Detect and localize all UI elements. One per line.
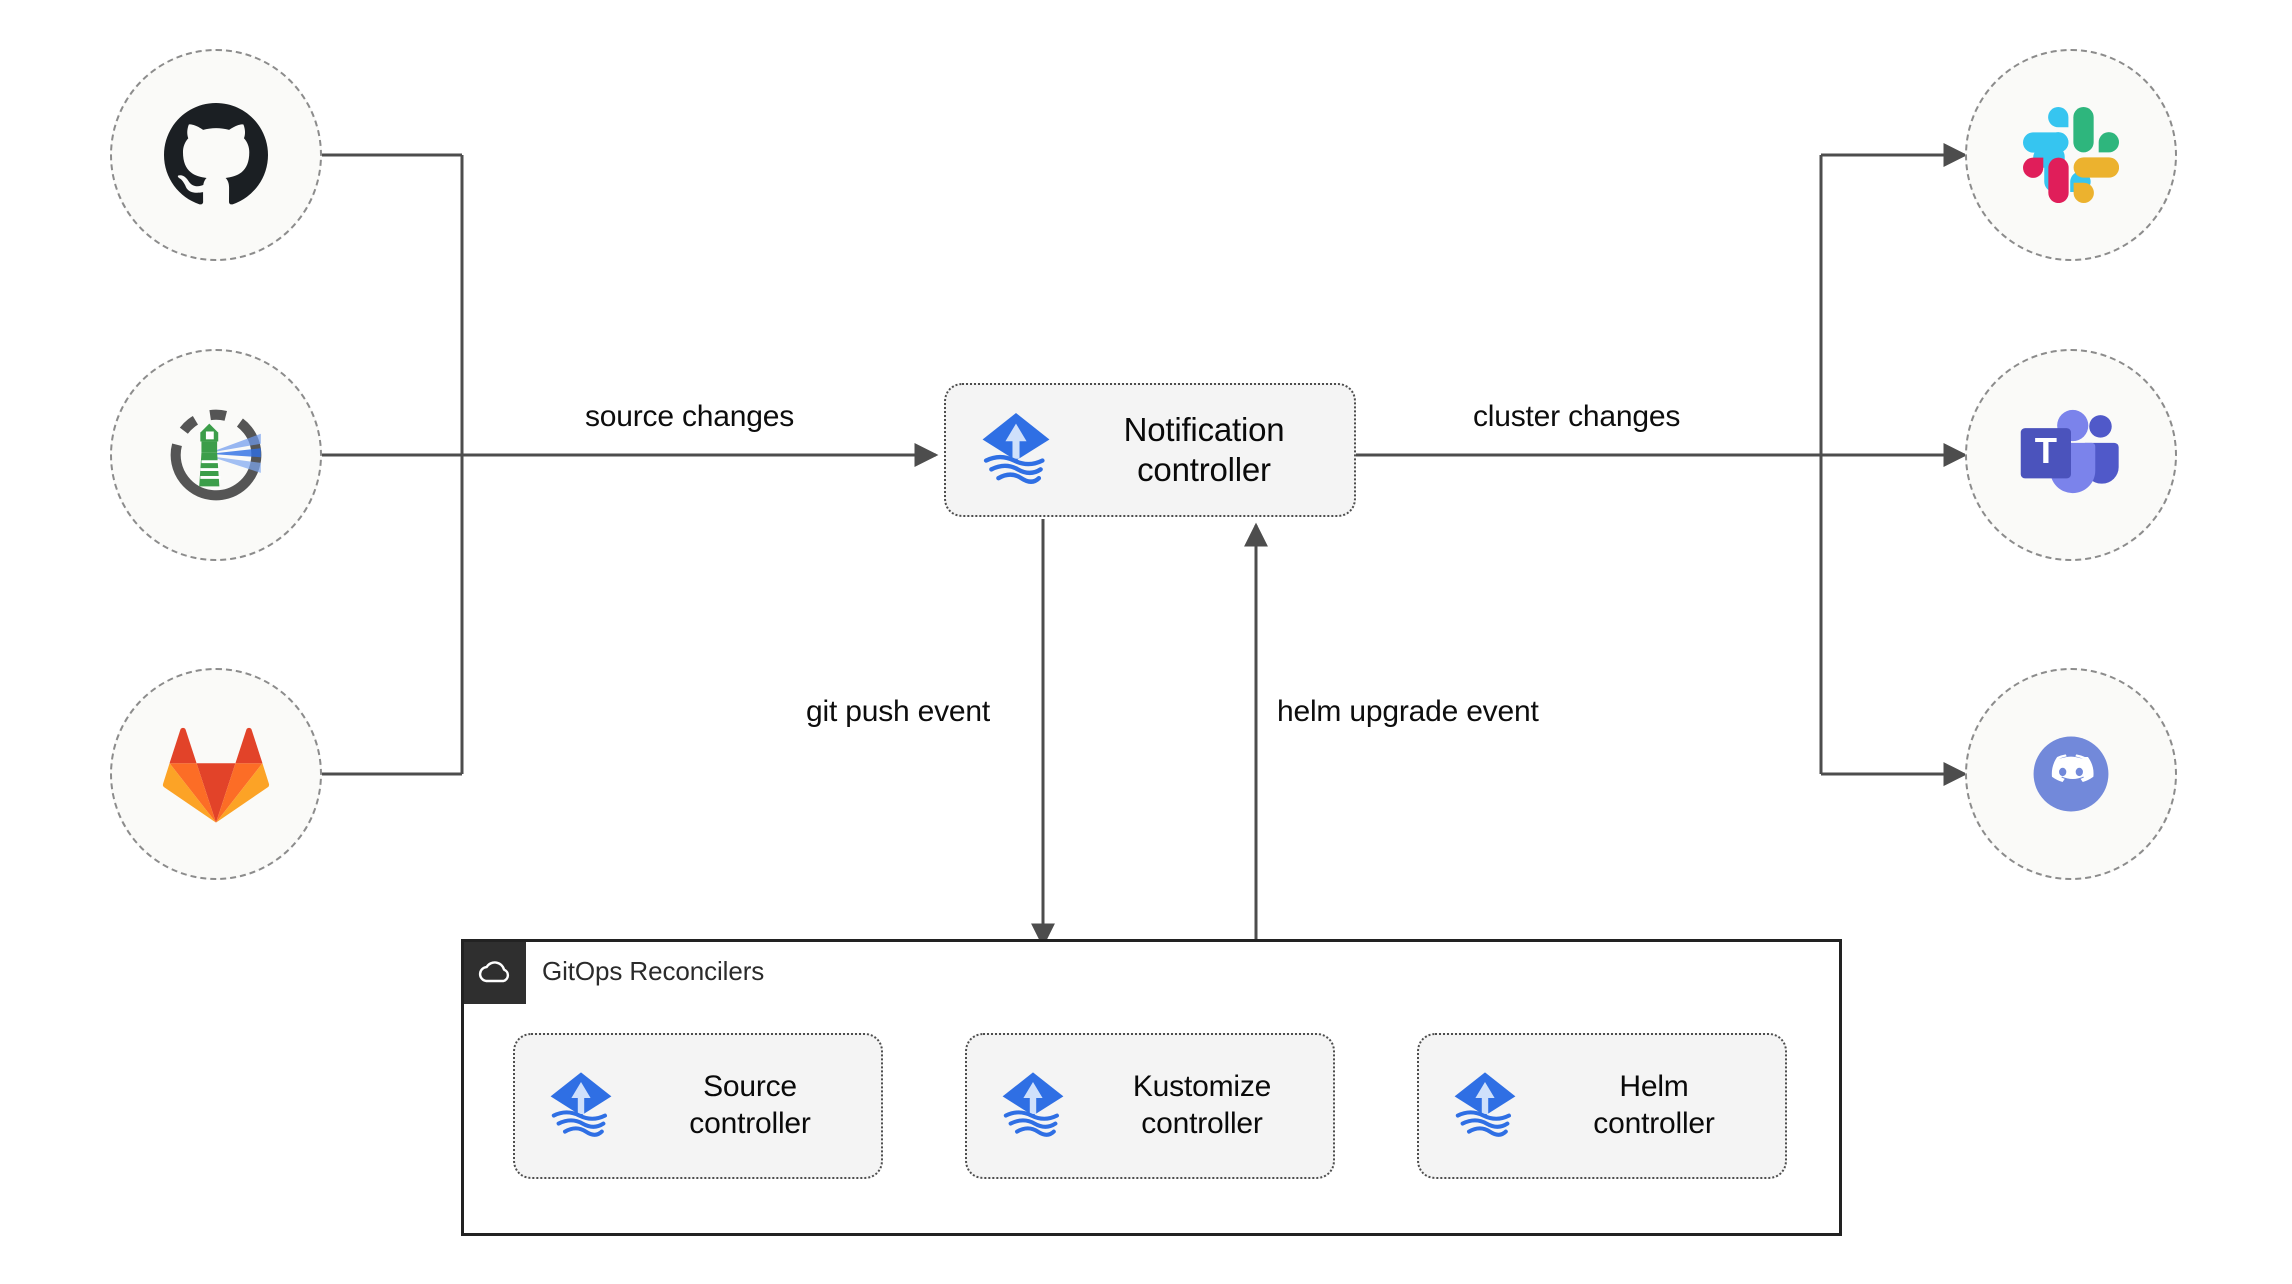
helm-controller-node[interactable]: Helm controller (1417, 1033, 1787, 1179)
cloud-icon (464, 942, 526, 1004)
kustomize-controller-label: Kustomize controller (1132, 1070, 1272, 1140)
edge-label-helm-upgrade-event: helm upgrade event (1277, 695, 1539, 728)
source-controller-label: Source controller (689, 1070, 811, 1140)
gitlab-icon (162, 723, 270, 825)
notification-controller-label: Notification controller (1123, 410, 1285, 488)
endpoint-gitlab[interactable] (110, 668, 322, 880)
notification-controller-node[interactable]: Notification controller (944, 383, 1356, 517)
endpoint-microsoft-teams[interactable]: T (1965, 349, 2177, 561)
github-icon (164, 103, 268, 207)
helm-controller-label: Helm controller (1593, 1070, 1715, 1140)
edge-label-git-push-event: git push event (806, 695, 990, 728)
endpoint-flux-lighthouse[interactable] (110, 349, 322, 561)
endpoint-github[interactable] (110, 49, 322, 261)
flux-logo-icon (1437, 1066, 1533, 1146)
edge-label-cluster-changes: cluster changes (1473, 400, 1681, 433)
teams-icon: T (2019, 407, 2123, 503)
edge-label-source-changes: source changes (585, 400, 795, 433)
endpoint-slack[interactable] (1965, 49, 2177, 261)
kustomize-controller-node[interactable]: Kustomize controller (965, 1033, 1335, 1179)
flux-logo-icon (964, 406, 1068, 494)
lighthouse-icon (160, 399, 272, 511)
flux-logo-icon (533, 1066, 629, 1146)
discord-icon (2019, 722, 2123, 826)
source-controller-node[interactable]: Source controller (513, 1033, 883, 1179)
flux-logo-icon (985, 1066, 1081, 1146)
group-title: GitOps Reconcilers (542, 956, 765, 986)
svg-text:T: T (2035, 430, 2057, 471)
slack-icon (2023, 107, 2119, 203)
endpoint-discord[interactable] (1965, 668, 2177, 880)
